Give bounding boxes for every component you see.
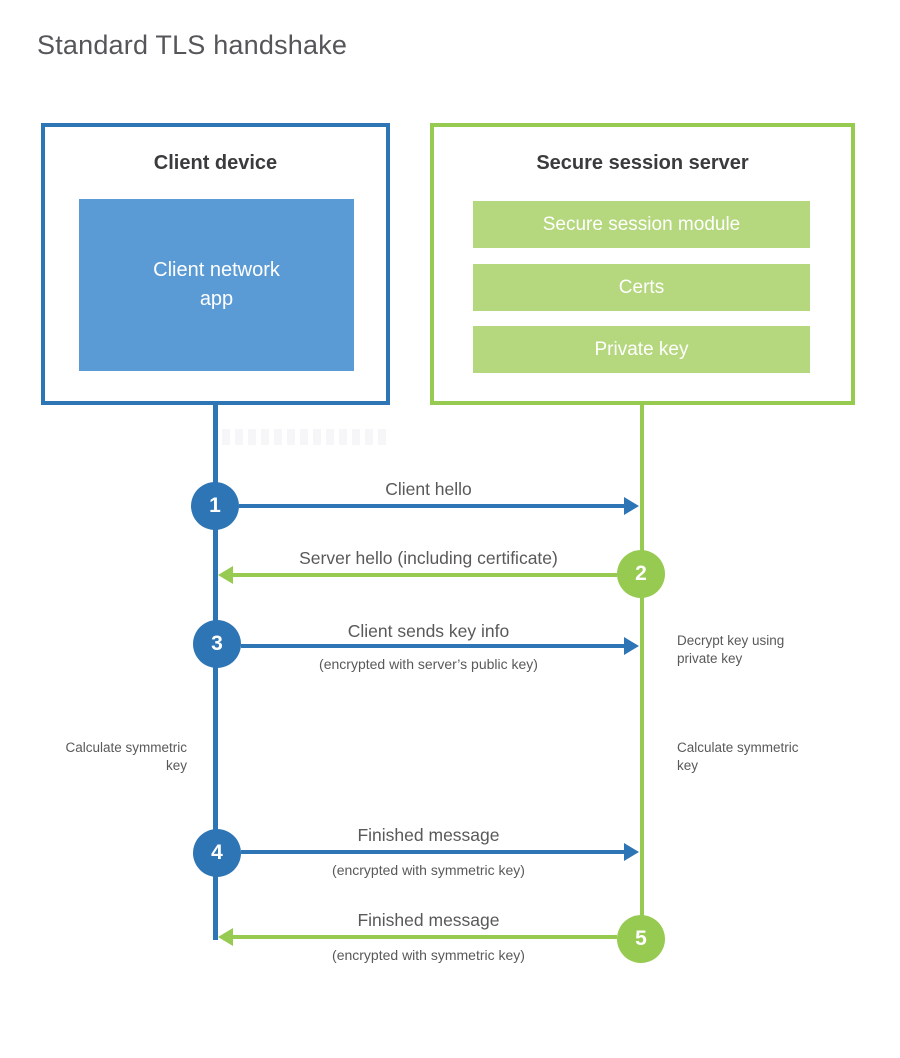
finished-message-server-sublabel: (encrypted with symmetric key) [332, 947, 525, 963]
secure-session-server-title: Secure session server [536, 152, 749, 174]
server-lifeline [639, 405, 645, 917]
client-network-app-label: Client network app [153, 259, 280, 310]
finished-message-server-label: Finished message [357, 910, 500, 930]
arrow-server-hello [218, 566, 617, 584]
step-4-badge: 4 [193, 829, 241, 877]
finished-message-client-label: Finished message [357, 825, 500, 845]
arrow-shaft [230, 572, 617, 578]
step-1-badge: 1 [191, 482, 239, 530]
arrow-shaft [241, 643, 627, 649]
arrow-shaft [230, 934, 617, 940]
arrow-head-right-icon [624, 637, 639, 655]
arrow-client-key-info [241, 637, 639, 655]
step-2-badge: 2 [617, 550, 665, 598]
arrow-head-right-icon [624, 497, 639, 515]
client-device-box: Client device Client network app [41, 123, 390, 405]
private-key-bar: Private key [473, 326, 810, 373]
page-title: Standard TLS handshake [37, 30, 348, 60]
decrypt-key-note: Decrypt key using private key [677, 633, 785, 666]
arrow-client-hello [239, 497, 639, 515]
client-device-title: Client device [153, 152, 278, 174]
arrow-shaft [239, 503, 627, 509]
step-5-badge: 5 [617, 915, 665, 963]
finished-message-client-sublabel: (encrypted with symmetric key) [332, 862, 525, 878]
certs-bar: Certs [473, 264, 810, 311]
arrow-head-right-icon [624, 843, 639, 861]
client-key-info-sublabel: (encrypted with server’s public key) [319, 656, 538, 672]
step-3-badge: 3 [193, 620, 241, 668]
arrow-shaft [241, 849, 627, 855]
client-hello-label: Client hello [385, 479, 472, 499]
client-network-app-module: Client network app [79, 199, 354, 371]
calculate-symmetric-key-client-note: Calculate symmetric key [65, 740, 187, 773]
arrow-finished-server [218, 928, 617, 946]
client-lifeline [213, 405, 218, 940]
faint-ghost-marks [222, 429, 390, 445]
client-key-info-label: Client sends key info [347, 621, 510, 641]
server-hello-label: Server hello (including certificate) [299, 548, 558, 568]
calculate-symmetric-key-server-note: Calculate symmetric key [677, 740, 799, 773]
secure-session-module-bar: Secure session module [473, 201, 810, 248]
arrow-head-left-icon [218, 928, 233, 946]
arrow-finished-client [241, 843, 639, 861]
arrow-head-left-icon [218, 566, 233, 584]
secure-session-server-box: Secure session server Secure session mod… [430, 123, 855, 405]
